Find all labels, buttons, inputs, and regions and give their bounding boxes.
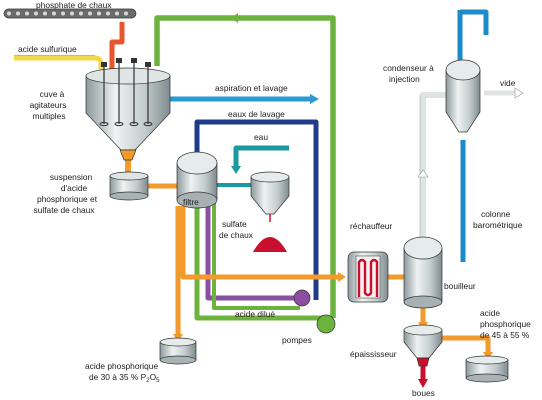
pump-purple	[293, 289, 311, 307]
boiler	[403, 236, 443, 309]
green-recycle-arrow	[231, 13, 238, 23]
dilute-acid-pipe	[205, 200, 298, 301]
acid-tank-30-35	[159, 337, 197, 365]
agitator-tank	[85, 58, 171, 161]
label-acid-30-35-line2: de 30 à 35 % P2O5	[89, 372, 160, 384]
filter-green-pipe	[194, 200, 322, 321]
label-suspension-4: sulfate de chaux	[34, 205, 96, 215]
label-acid-45-55-3: de 45 à 55 %	[480, 330, 530, 340]
water-pipe	[233, 145, 289, 168]
sulfuric-acid-pipe	[14, 55, 104, 76]
label-acid-45-55-1: acide	[480, 308, 500, 318]
label-sulfate-2: de chaux	[219, 230, 254, 240]
label-dilute-acid: acide dilué	[235, 309, 275, 319]
label-tank-3: multiples	[32, 111, 65, 121]
slurry-tank	[109, 171, 149, 201]
acid-tank-45-55	[465, 355, 509, 383]
phosphate-feed-pipe	[109, 22, 125, 74]
label-suspension-2: d'acide	[61, 183, 88, 193]
acid-to-heater-pipe	[180, 206, 338, 280]
label-condenser-2: injection	[389, 74, 420, 84]
label-acid-30-35-line1: acide phosphorique	[85, 361, 158, 371]
filter-vessel	[176, 151, 218, 209]
green-recycle-pipe	[154, 15, 336, 318]
calcium-sulfate-pile	[253, 237, 287, 252]
sulfate-hopper	[250, 171, 290, 252]
label-filter: filtre	[183, 197, 199, 207]
label-aspiration: aspiration et lavage	[215, 83, 288, 93]
injection-condenser	[445, 59, 481, 133]
label-column-1: colonne	[481, 209, 511, 219]
label-pumps: pompes	[282, 335, 312, 345]
label-vacuum: vide	[500, 78, 516, 88]
wash-water-pipe	[194, 119, 319, 300]
label-water: eau	[254, 132, 268, 142]
thickener	[403, 324, 443, 367]
label-condenser-1: condenseur à	[383, 63, 434, 73]
pump-green	[316, 314, 336, 334]
label-thickener: épaississeur	[350, 349, 397, 359]
heater	[347, 251, 389, 303]
label-boiler: bouilleur	[444, 281, 476, 291]
label-sludge: boues	[412, 388, 435, 398]
label-sulfate-1: sulfate	[222, 219, 247, 229]
vapour-pipe	[420, 92, 450, 238]
label-acid-45-55-2: phosphorique	[480, 319, 531, 329]
label-tank-1: cuve à	[40, 89, 65, 99]
label-phosphate: phosphate de chaux	[36, 0, 112, 10]
conveyor-belt	[3, 8, 137, 19]
label-column-2: barométrique	[473, 220, 523, 230]
label-suspension-3: phosphorique et	[37, 194, 98, 204]
label-sulfuric-acid: acide sulfurique	[18, 44, 77, 54]
label-heater: réchauffeur	[350, 221, 392, 231]
label-suspension-1: suspension	[50, 172, 93, 182]
acid-45-55-pipe	[440, 335, 491, 354]
label-wash-water: eaux de lavage	[228, 109, 285, 119]
label-tank-2: agitateurs	[30, 100, 67, 110]
aspiration-arrow	[310, 94, 319, 104]
water-arrow	[231, 166, 241, 174]
